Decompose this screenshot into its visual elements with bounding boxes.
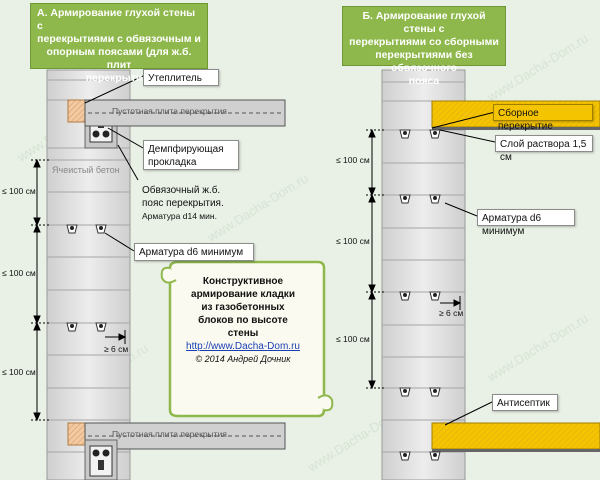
dim-b-2: ≤ 100 см [336, 236, 370, 246]
scroll-text: Конструктивное армирование кладки из газ… [176, 275, 310, 366]
dimension-lines-b [366, 128, 462, 390]
label-mortar: Слой раствора 1,5 см [495, 135, 593, 163]
label-prefab-slab: Сборное перекрытие [493, 104, 593, 132]
slab-bottom-text: Пустотная плита перекрытия [112, 429, 227, 439]
rebar-node [433, 389, 437, 393]
label-antiseptic: Антисептик [492, 394, 558, 411]
rebar-node [433, 196, 437, 200]
label-rebar-b: Арматура d6 минимум [477, 209, 575, 237]
rebar-node [99, 324, 103, 328]
label-bond-beam: Обвязочный ж.б. пояс перекрытия. Арматур… [142, 185, 224, 221]
label-rebar-a: Арматура d6 минимум [134, 243, 254, 261]
dim-b-3: ≤ 100 см [336, 334, 370, 344]
rebar-node [403, 453, 407, 457]
rebar-node [403, 196, 407, 200]
dimension-lines-a [31, 158, 127, 422]
site-link[interactable]: http://www.Dacha-Dom.ru [186, 341, 300, 352]
rebar-node [99, 226, 103, 230]
rebar-node [403, 293, 407, 297]
wall-b [381, 69, 600, 480]
copyright: © 2014 Андрей Дочник [195, 354, 291, 364]
rebar-node [70, 324, 74, 328]
offset-b: ≥ 6 см [439, 308, 464, 318]
aerated-concrete-text: Ячеистый бетон [52, 165, 120, 175]
dim-a-2: ≤ 100 см [2, 268, 36, 278]
rebar-node [403, 389, 407, 393]
rebar-node [433, 293, 437, 297]
panel-b-title: Б. Армирование глухой стены с перекрытия… [342, 6, 506, 87]
slab-top-text: Пустотная плита перекрытия [112, 106, 227, 116]
mortar-layer-top [432, 127, 600, 130]
label-damper: Демпфирующая прокладка [143, 140, 239, 170]
rebar-node [102, 130, 110, 138]
wall-a [46, 69, 286, 480]
panel-a-title: А. Армирование глухой стены с перекрытия… [30, 3, 208, 84]
offset-a: ≥ 6 см [104, 344, 129, 354]
rebar-node [403, 131, 407, 135]
dim-b-1: ≤ 100 см [336, 155, 370, 165]
info-scroll [160, 260, 334, 418]
dim-a-3: ≤ 100 см [2, 367, 36, 377]
rebar-node [92, 130, 100, 138]
rebar-node [70, 226, 74, 230]
rebar-node [433, 453, 437, 457]
rebar-node [433, 131, 437, 135]
leader-lines [84, 75, 496, 426]
dim-a-1: ≤ 100 см [2, 186, 36, 196]
label-insulation: Утеплитель [143, 69, 219, 86]
